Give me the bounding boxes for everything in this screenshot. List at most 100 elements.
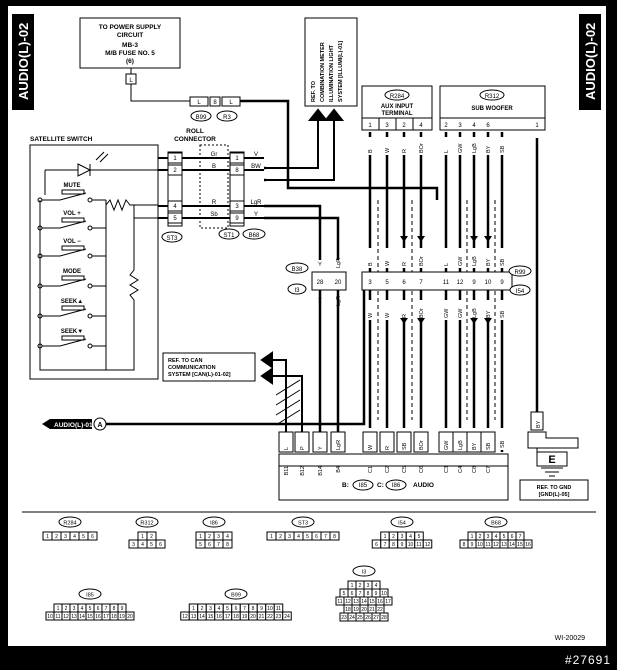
fc-i86-label: I86 <box>210 521 218 527</box>
fc-i86-pin-0-2: 3 <box>217 534 220 540</box>
fc-i85-label: I85 <box>86 593 94 599</box>
fc-r312-oval <box>135 516 159 528</box>
fc-b68-pin-0-6: 7 <box>519 534 522 540</box>
fc-r284-pin-0-1: 2 <box>55 534 58 540</box>
junction-4 <box>400 318 408 324</box>
audio-unit: B: I85 C: I86 AUDIO <box>278 453 509 501</box>
wire-label-bg-low-5 <box>455 300 465 320</box>
fc-b99-pin-1-0: 12 <box>182 614 188 620</box>
left-tab-label: AUDIO(L)-02 <box>16 23 31 100</box>
wire-label-bg-mid-6 <box>469 248 479 268</box>
fc-b99-pin-1-11: 23 <box>276 614 282 620</box>
audio-wire-color-7: BOr <box>419 440 425 450</box>
fc-r312-label: R312 <box>140 521 153 527</box>
fc-st3-pin-0-0: 1 <box>270 534 273 540</box>
fc-i3-pin-1-2: 7 <box>359 591 362 597</box>
fc-r312-pin-0-0: 1 <box>141 534 144 540</box>
switch-node-b-3 <box>87 283 93 289</box>
fc-i86-pin-1-1: 6 <box>208 542 211 548</box>
junction-1 <box>417 236 425 242</box>
fc-b68-pin-1-7: 15 <box>517 542 523 548</box>
mid-pin-5: 12 <box>457 280 464 286</box>
fc-i85-pin-0-2: 3 <box>73 606 76 612</box>
wire-label-bg-low-7 <box>483 300 493 320</box>
fc-r312-pin-0-1: 2 <box>150 534 153 540</box>
power-line1: TO POWER SUPPLY <box>99 24 162 31</box>
fc-i3-pin-1-1: 6 <box>351 591 354 597</box>
fc-i86-pin-0-3: 4 <box>226 534 229 540</box>
left-tab <box>12 14 34 110</box>
right-tab <box>579 14 601 110</box>
switch-node-b-5 <box>87 343 93 349</box>
fc-b68-pin-0-3: 4 <box>495 534 498 540</box>
wire-label-bg-top-5 <box>455 137 465 155</box>
wire-label-bg-mid-1 <box>382 248 392 268</box>
fc-b99-pin-1-4: 16 <box>216 614 222 620</box>
roll-color-right-1: BW <box>251 164 261 170</box>
fc-r284-cell-0-5 <box>87 531 98 541</box>
fc-i54-pin-0-2: 3 <box>401 534 404 540</box>
ground-wire-by: BY <box>536 420 542 428</box>
roll-color-left-0: Gr <box>211 152 218 158</box>
wire-color-top-5: GW <box>458 143 464 153</box>
wire-color-top-4: L <box>444 150 450 153</box>
fc-b99-pin-1-5: 17 <box>225 614 231 620</box>
fc-b99-oval <box>224 588 248 600</box>
b38-pin-a: 28 <box>317 280 324 286</box>
wire-label-bg-low-4 <box>441 300 451 320</box>
fc-i85-pin-1-7: 17 <box>103 614 109 620</box>
wire-label-bg-low-6 <box>469 300 479 320</box>
wire-label-bg-mid-8 <box>497 248 507 268</box>
watermark: #27691 <box>564 653 611 667</box>
sub-pin-2: 4 <box>472 123 476 129</box>
audio-wire-color-1: P <box>300 446 306 450</box>
fc-b99-pin-0-10: 11 <box>276 606 281 612</box>
audio-wire-tag-6 <box>396 431 412 453</box>
power-line2: CIRCUIT <box>117 32 143 39</box>
illumination-arrows <box>266 108 345 181</box>
fc-i54-pin-1-6: 12 <box>425 542 431 548</box>
audio-wire-color-0: L <box>284 447 290 450</box>
fc-st3-pin-0-6: 7 <box>324 534 327 540</box>
satellite-switch-box <box>29 144 159 380</box>
fc-i86-oval <box>202 516 226 528</box>
fc-i54-pin-1-2: 8 <box>392 542 395 548</box>
fc-b68-pin-0-1: 2 <box>479 534 482 540</box>
fc-i3-pin-4-4: 27 <box>373 615 379 621</box>
aux-pin-3: 4 <box>419 123 423 129</box>
fc-i54-pin-0-0: 1 <box>384 534 387 540</box>
fc-i3-pin-2-5: 16 <box>377 599 383 605</box>
wire-color-top-6: LgB <box>472 143 478 153</box>
fc-st3-oval <box>291 516 315 528</box>
audio-wire-color-4: W <box>368 444 374 450</box>
satellite-switch-label: SATELLITE SWITCH <box>30 136 93 143</box>
r284-label: R284 <box>390 94 405 100</box>
fc-st3-pin-0-4: 5 <box>306 534 309 540</box>
fc-i85-pin-0-3: 4 <box>81 606 84 612</box>
fc-i86-pin-0-0: 1 <box>199 534 202 540</box>
wire-label-bg-mid-4 <box>441 248 451 268</box>
b99-pin: 8 <box>213 100 217 106</box>
mid-pin-7: 10 <box>485 280 492 286</box>
fc-i3-pin-0-0: 1 <box>351 583 354 589</box>
switch-contact-5 <box>40 338 106 347</box>
sub-woofer-label: SUB WOOFER <box>471 106 513 112</box>
switch-node-b-4 <box>87 313 93 319</box>
audio-wire-tag-11 <box>480 431 496 453</box>
fc-st3-pin-0-2: 3 <box>288 534 291 540</box>
fc-i54-pin-1-5: 11 <box>416 542 421 548</box>
fc-i85-pin-0-4: 5 <box>89 606 92 612</box>
fc-i3-pin-4-2: 25 <box>357 615 363 621</box>
audio-wire-tag-5 <box>379 431 395 453</box>
roll-label-1: ROLL <box>186 128 204 135</box>
wire-color-low-8: SB <box>500 310 506 318</box>
fc-i85-pin-1-0: 10 <box>47 614 53 620</box>
fc-i85-pin-1-10: 20 <box>127 614 133 620</box>
fc-b68-pin-1-2: 10 <box>477 542 483 548</box>
fc-b68-pin-1-6: 14 <box>509 542 515 548</box>
wire-label-bg-mid-5 <box>455 248 465 268</box>
fc-b99-pin-0-4: 5 <box>226 606 229 612</box>
fc-b68-pin-0-4: 5 <box>503 534 506 540</box>
audio-pin-3: B4 <box>336 466 342 473</box>
wire-color-mid-3: BOr <box>419 256 425 266</box>
